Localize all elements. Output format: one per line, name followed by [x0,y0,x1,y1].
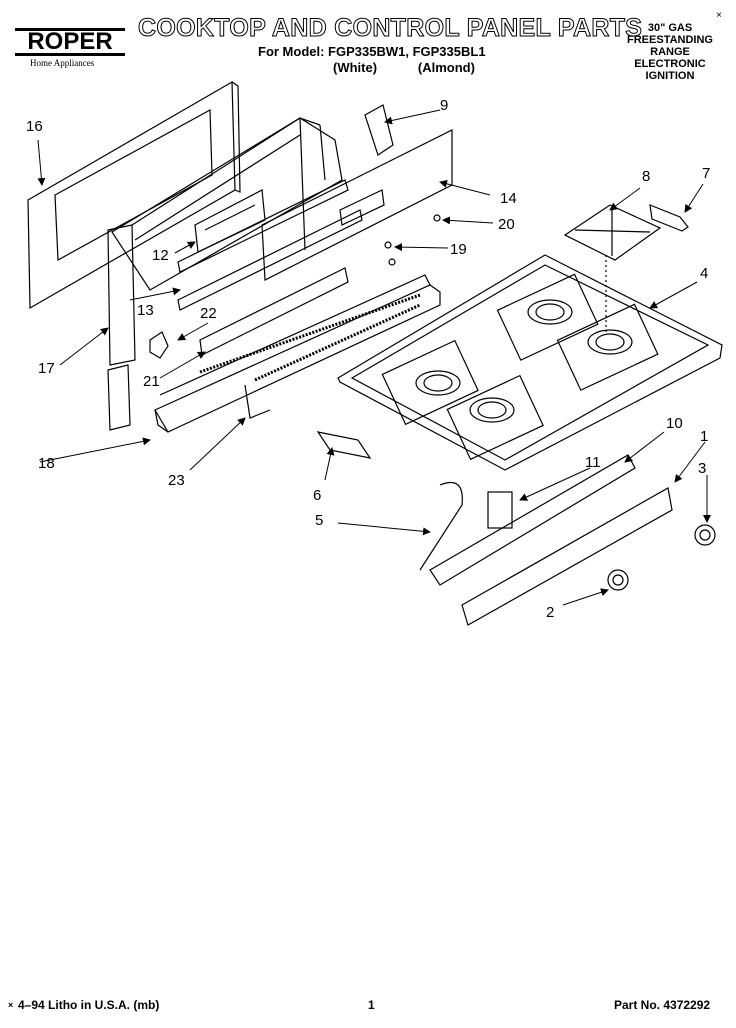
part-13-channel [177,179,363,311]
callout-23: 23 [168,472,185,489]
callout-9: 9 [440,97,449,114]
part-4-cooktop [337,254,723,471]
part-10-bar [429,454,636,586]
callout-13: 13 [137,302,154,319]
part-12-clock [194,189,266,253]
part-11-ignition [487,491,513,529]
part-6-hinge [316,431,372,459]
part-1-bracket [461,487,673,626]
part-23-manifold-panel [154,274,441,433]
callout-11: 11 [585,454,601,471]
footer-part-number: Part No. 4372292 [614,998,711,1012]
brand-logo: ROPER [15,28,125,56]
callout-8: 8 [642,168,651,185]
callout-18: 18 [38,455,55,472]
callout-17: 17 [38,360,55,377]
callout-16: 16 [26,118,43,135]
callout-22: 22 [200,305,217,322]
spec-line: IGNITION [645,70,695,82]
part-19-screw [384,241,392,249]
part-2-knob [607,569,629,591]
model-numbers: For Model: FGP335BW1, FGP335BL1 [258,44,486,59]
callout-19: 19 [450,241,467,258]
part-3-knob [694,524,716,546]
footer-litho: 4–94 Litho in U.S.A. (mb) [18,998,160,1012]
model-colors: (White) (Almond) [333,60,475,75]
callout-1: 1 [700,428,709,445]
part-20-bracket [339,189,385,226]
callout-14: 14 [500,190,517,207]
spec-line: FREESTANDING [627,34,713,46]
part-19-screw [388,258,396,266]
callout-4: 4 [700,265,709,282]
control-panel-frame [111,117,343,291]
callout-7: 7 [702,165,711,182]
callout-20: 20 [498,216,515,233]
footer-page-number: 1 [368,998,375,1012]
part-16-glass-panel [27,80,241,310]
footer-corner-mark: × [8,1000,14,1010]
part-20-screw [433,214,441,222]
callout-10: 10 [666,415,683,432]
part-5-wire [419,481,463,571]
range-spec: 30" GAS FREESTANDING RANGE ELECTRONIC IG… [620,22,720,82]
page-title: COOKTOP AND CONTROL PANEL PARTS [137,14,643,43]
part-8-grate [563,204,662,335]
part-14-front-panel [261,129,453,281]
callout-21: 21 [143,373,160,390]
spec-line: ELECTRONIC [634,58,706,70]
spec-line: 30" GAS [647,22,693,34]
part-9-bracket [364,104,394,156]
part-21-bracket [149,331,169,359]
spec-line: RANGE [650,46,690,58]
corner-mark: × [716,10,722,21]
part-22-strip [199,267,349,356]
brand-subtitle: Home Appliances [30,58,95,68]
callout-2: 2 [546,604,555,621]
callout-5: 5 [315,512,324,529]
callout-6: 6 [313,487,322,504]
callout-12: 12 [152,247,169,264]
callout-3: 3 [698,460,707,477]
part-7-clip [649,204,689,232]
